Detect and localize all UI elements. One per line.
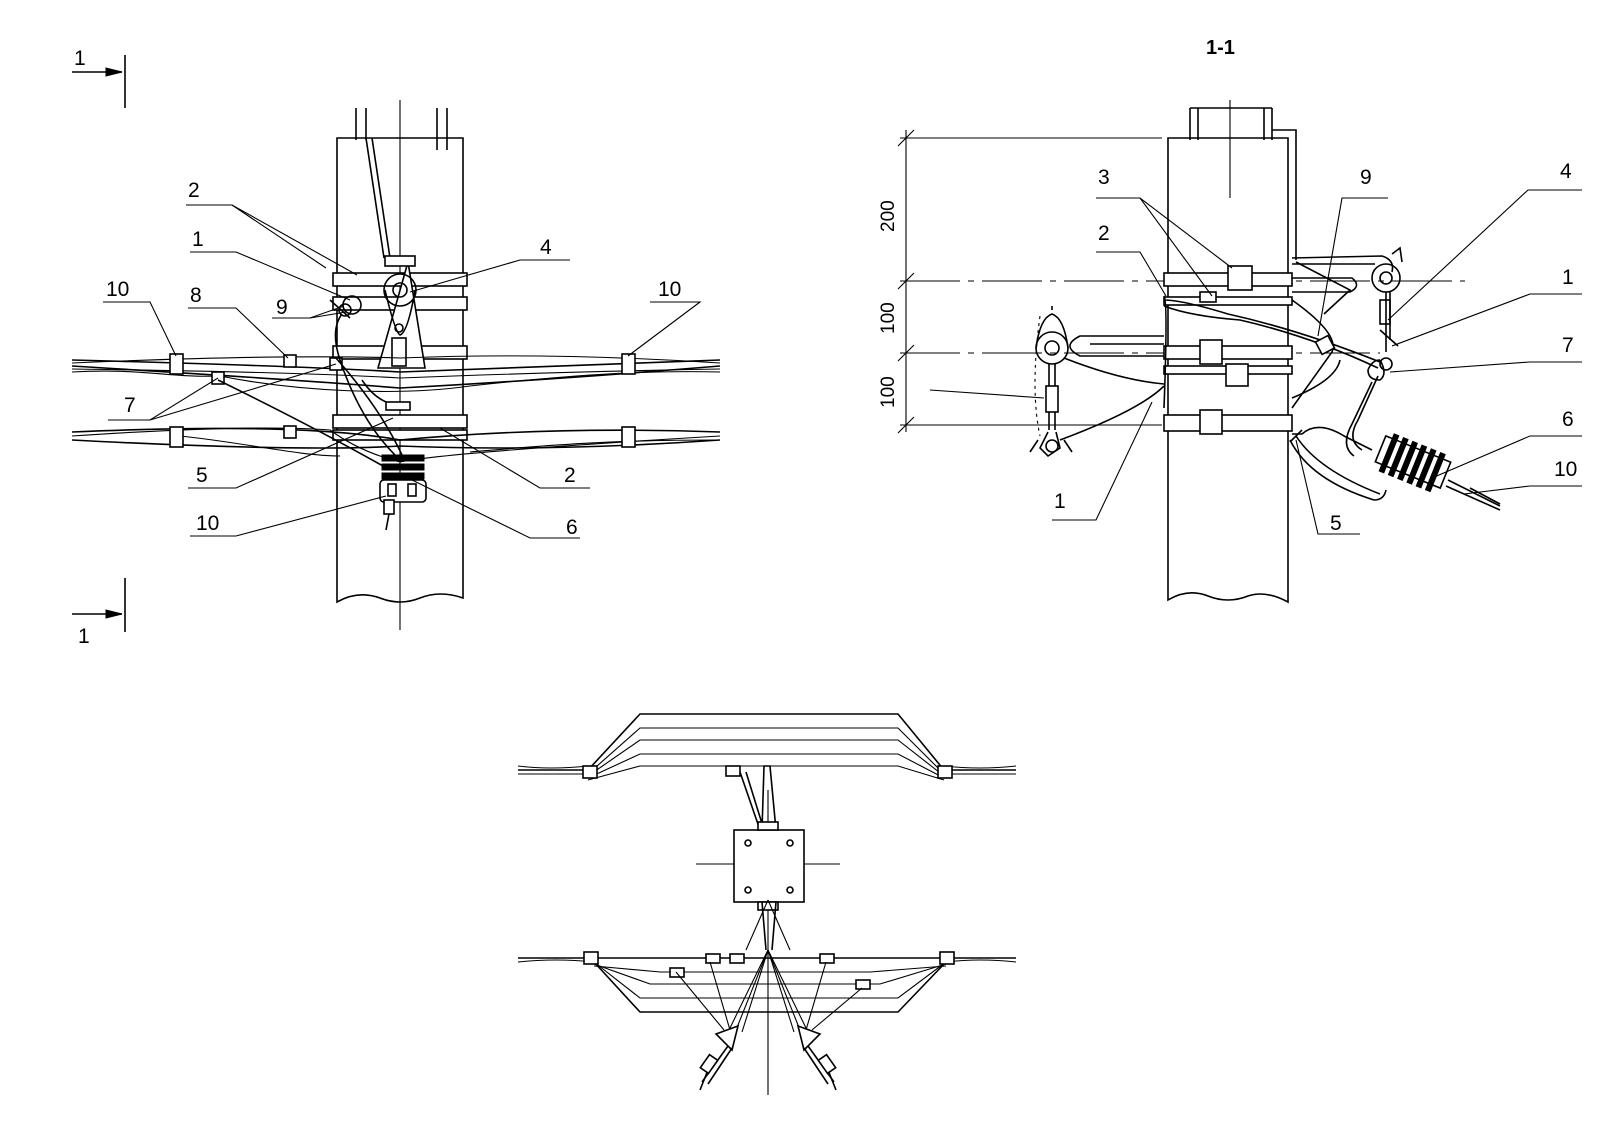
side-branch-clamp — [1289, 426, 1501, 511]
side-pole — [1167, 100, 1297, 604]
side-callout-1-left: 1 — [1054, 490, 1066, 513]
front-callout-8: 8 — [190, 284, 202, 307]
section-marker-top: 1 — [72, 47, 126, 108]
side-callout-6: 6 — [1562, 408, 1574, 431]
section-marker-top-label: 1 — [74, 47, 86, 70]
side-callout-10: 10 — [1554, 458, 1577, 481]
side-callout-1-right: 1 — [1562, 266, 1574, 289]
front-upper-cable — [71, 353, 721, 392]
front-callout-1: 1 — [192, 228, 204, 251]
side-wires — [1163, 261, 1393, 457]
side-dim-100-upper: 100 — [878, 302, 899, 334]
front-callout-2-top: 2 — [188, 179, 200, 202]
section-title: 1-1 — [1206, 37, 1235, 59]
front-branch-clamp — [217, 295, 427, 531]
plan-view — [517, 713, 1017, 1095]
plan-drops — [675, 899, 863, 1091]
front-callout-10-bottom: 10 — [196, 512, 219, 535]
plan-junction-box — [696, 790, 840, 1095]
front-callout-6: 6 — [566, 516, 578, 539]
side-dim-100-lower: 100 — [878, 376, 899, 408]
side-callout-5: 5 — [1330, 512, 1342, 535]
plan-upper-cable — [517, 713, 1017, 831]
front-callout-10-right: 10 — [658, 278, 681, 301]
side-callout-3: 3 — [1098, 166, 1110, 189]
side-upper-bracket — [1291, 246, 1403, 352]
front-callout-9: 9 — [276, 296, 288, 319]
plan-lower-cable — [517, 951, 1017, 1013]
front-view: 2 1 9 8 10 10 4 7 5 10 2 6 — [71, 100, 721, 630]
front-callout-10-left: 10 — [106, 278, 129, 301]
side-callout-9: 9 — [1360, 166, 1372, 189]
section-marker-bottom: 1 — [72, 578, 126, 648]
front-callout-4: 4 — [540, 236, 552, 259]
side-callout-4: 4 — [1560, 160, 1572, 183]
front-callouts — [103, 204, 702, 539]
side-callout-7: 7 — [1562, 334, 1574, 357]
side-callouts — [929, 189, 1582, 535]
side-callout-2: 2 — [1098, 222, 1110, 245]
side-left-bracket — [1029, 306, 1165, 458]
front-callout-7: 7 — [124, 394, 136, 417]
front-hook-bracket — [376, 255, 426, 369]
side-dim-200: 200 — [878, 200, 899, 232]
section-marker-bottom-label: 1 — [78, 625, 90, 648]
side-bands — [1163, 265, 1293, 435]
front-callout-5: 5 — [196, 464, 208, 487]
front-lower-cable — [71, 425, 721, 463]
front-callout-2-bottom: 2 — [564, 464, 576, 487]
side-view: 200 100 100 — [878, 100, 1582, 604]
